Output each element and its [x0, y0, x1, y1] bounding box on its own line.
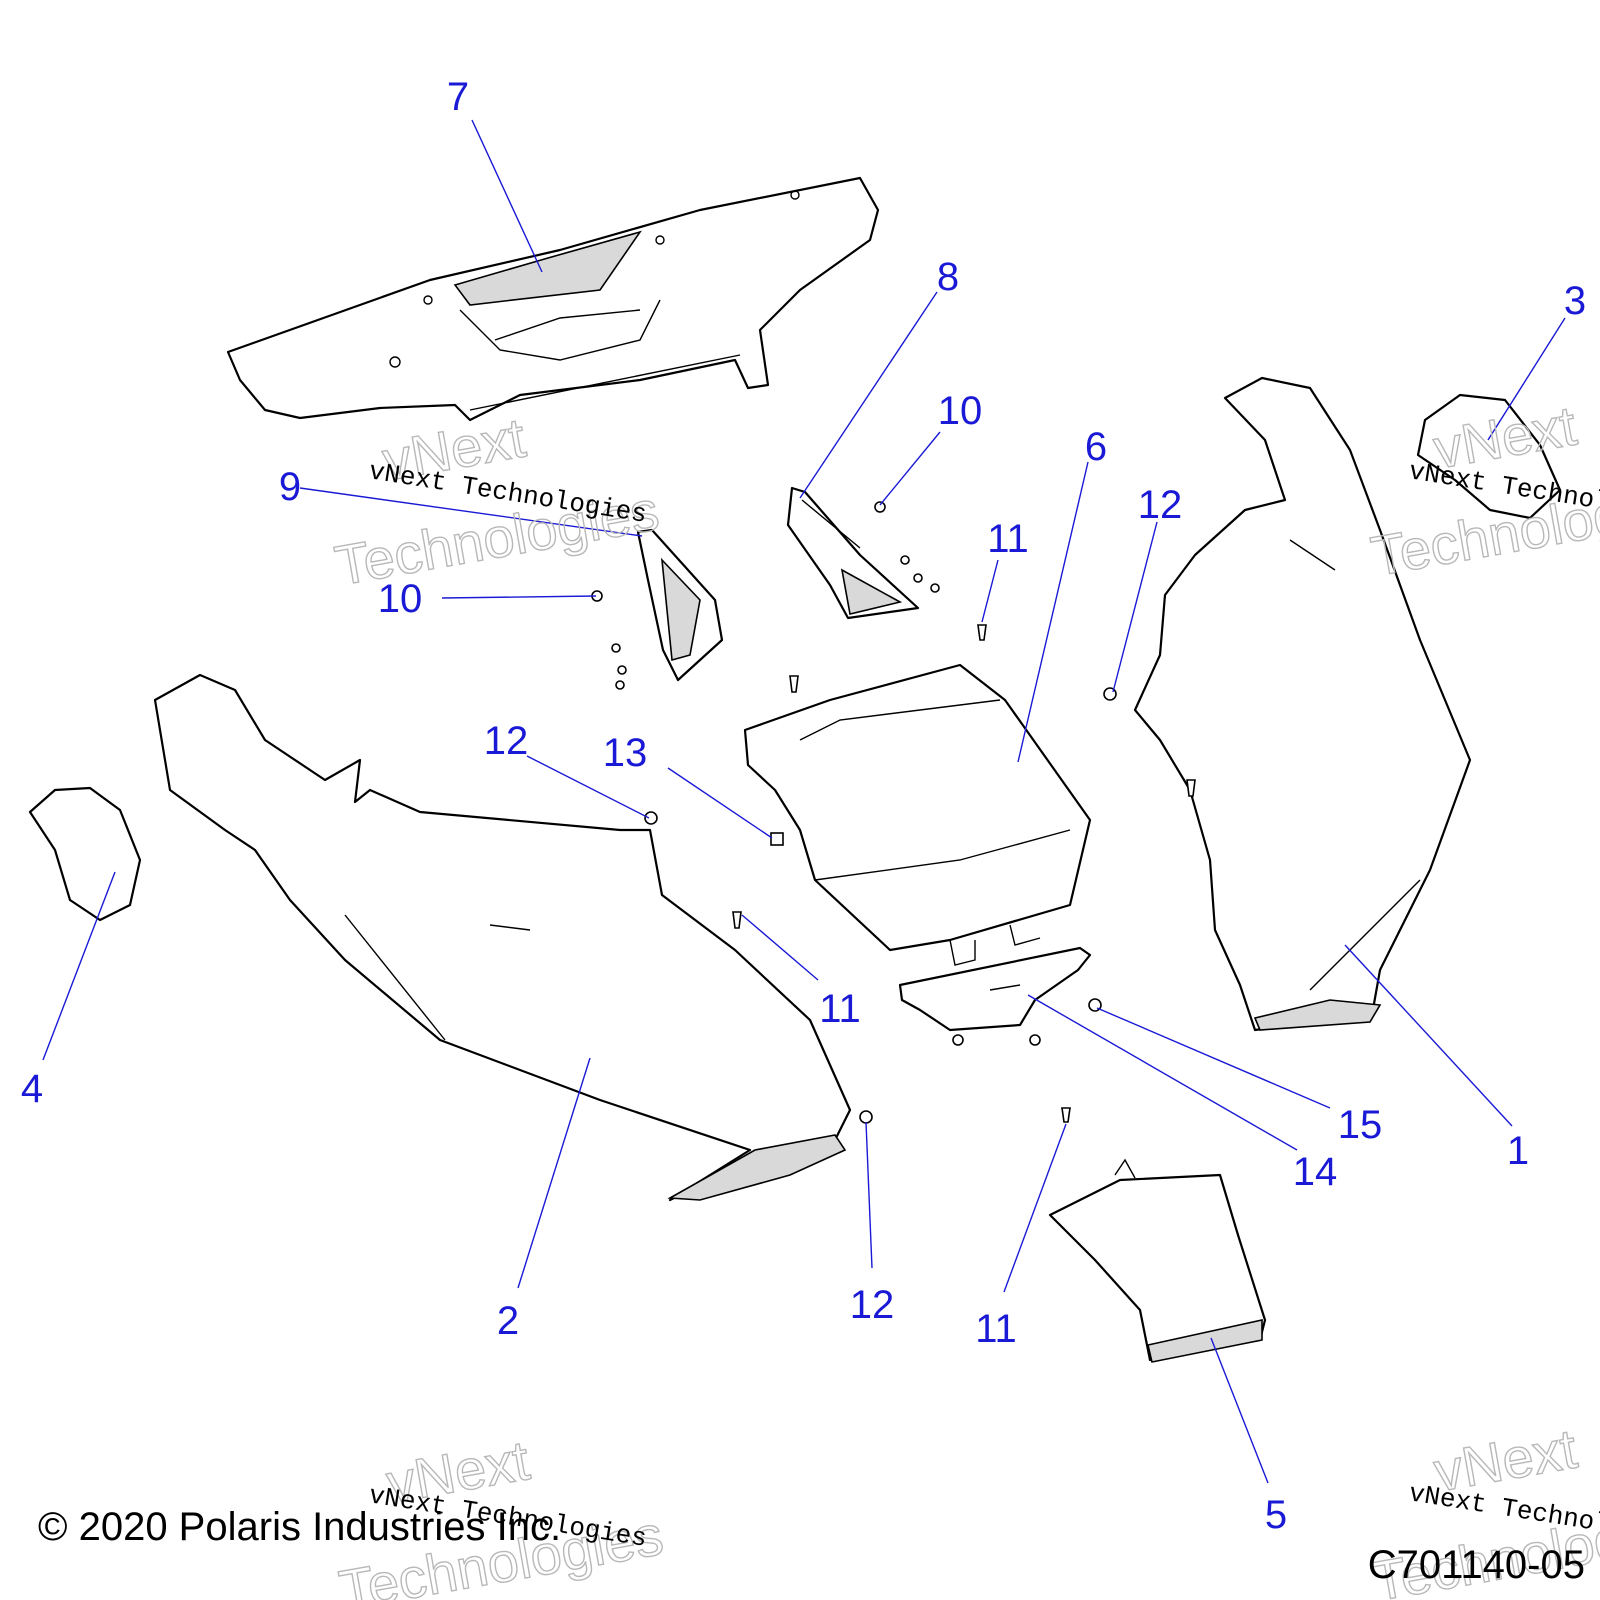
- part-14-bracket: [898, 946, 1092, 1032]
- callout-4: 4: [21, 1067, 43, 1111]
- callout-5: 5: [1265, 1493, 1287, 1537]
- part-5-lower-fairing: [1048, 1158, 1267, 1363]
- callout-1: 1: [1507, 1129, 1529, 1173]
- part-1-side-panel-right: [1133, 376, 1472, 1032]
- callout-11: 11: [975, 1307, 1017, 1351]
- part-8-vent-duct-right: [786, 486, 920, 620]
- callout-2: 2: [497, 1299, 519, 1343]
- callout-8: 8: [937, 255, 959, 299]
- callout-12: 12: [484, 719, 529, 763]
- callout-12: 12: [1138, 483, 1183, 527]
- callout-9: 9: [279, 465, 301, 509]
- part-6-center-housing: [743, 663, 1092, 966]
- drawing-number: C701140-05: [1368, 1543, 1585, 1587]
- callout-labels: 7 8 3 10 6 12 9 11 10 12 13 4 11 15 1 14…: [21, 75, 1586, 1537]
- part-3-small-cover-right: [1416, 393, 1562, 520]
- callout-13: 13: [603, 731, 648, 775]
- part-7-cowl-panel: [226, 176, 880, 422]
- callout-14: 14: [1293, 1150, 1338, 1194]
- callout-15: 15: [1338, 1103, 1383, 1147]
- leader-lines: [42, 119, 1566, 1484]
- callout-11: 11: [819, 987, 861, 1031]
- part-4-small-cover-left: [28, 786, 142, 922]
- callout-3: 3: [1564, 279, 1586, 323]
- part-9-vent-duct-left: [636, 528, 724, 682]
- callout-10: 10: [938, 389, 983, 433]
- copyright-notice: © 2020 Polaris Industries Inc.: [38, 1505, 561, 1549]
- callout-6: 6: [1085, 425, 1107, 469]
- part-2-side-panel-left: [153, 673, 852, 1202]
- callout-12: 12: [850, 1283, 895, 1327]
- callout-11: 11: [987, 517, 1029, 561]
- fastener-hardware: [591, 501, 1196, 1124]
- callout-10: 10: [378, 577, 423, 621]
- callout-7: 7: [447, 75, 469, 119]
